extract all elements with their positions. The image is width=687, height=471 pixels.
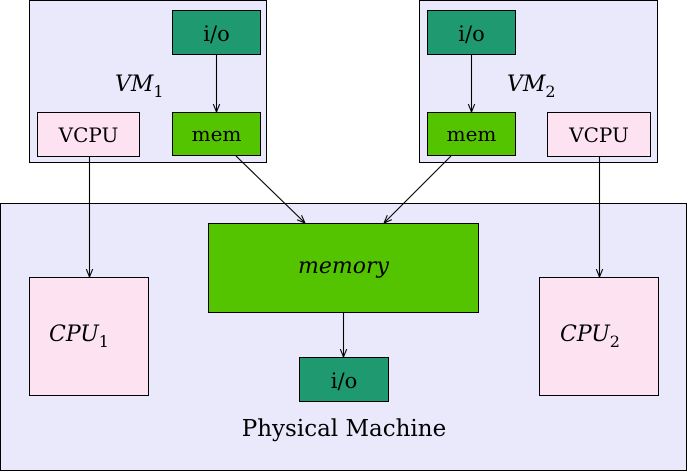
physical-memory-box (208, 223, 479, 313)
cpu2-box (539, 277, 659, 396)
cpu2-label: CPU2 (560, 322, 620, 351)
arrow-vm2-mem-to-memory (384, 155, 452, 223)
cpu1-box (29, 277, 149, 396)
vm2-io-label: i/o (458, 22, 484, 46)
vm2-mem-box (427, 112, 516, 156)
physical-machine-label: Physical Machine (242, 416, 446, 442)
vm2-mem-label: mem (447, 122, 497, 146)
vm1-vcpu-label: VCPU (58, 123, 119, 147)
arrow-vm1-mem-to-memory (235, 155, 305, 223)
physical-io-box (299, 357, 389, 402)
physical-io-label: i/o (331, 369, 357, 393)
cpu1-label: CPU1 (49, 322, 109, 351)
vm2-io-box (427, 10, 516, 55)
vm1-io-box (172, 10, 261, 55)
vm1-name: VM1 (115, 72, 164, 101)
vm1-mem-box (172, 112, 261, 156)
vm1-mem-label: mem (192, 122, 242, 146)
vm1-vcpu-box (37, 112, 140, 157)
physical-memory-label: memory (298, 254, 390, 279)
vm2-name: VM2 (507, 72, 556, 101)
vm2-vcpu-box (547, 112, 651, 157)
vm1-io-label: i/o (203, 22, 229, 46)
vm2-vcpu-label: VCPU (568, 123, 629, 147)
